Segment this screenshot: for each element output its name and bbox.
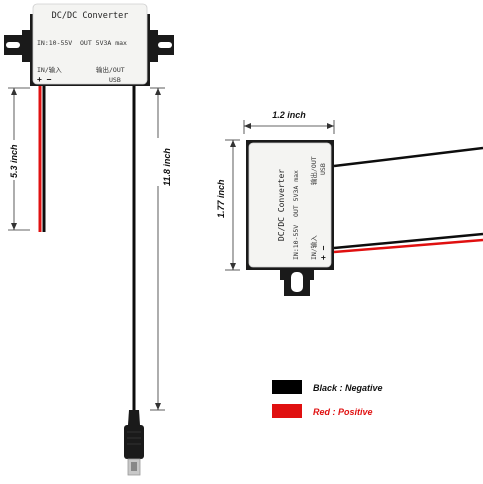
left-module-polarity: + −: [37, 75, 52, 84]
module-width-label: 1.2 inch: [272, 110, 306, 120]
usb-connector-body: [124, 425, 144, 459]
wire-color-legend: Black : Negative Red : Positive: [272, 380, 383, 418]
left-mount-slot: [158, 42, 172, 48]
left-output-cable: [124, 86, 144, 476]
right-module-spec-out: OUT 5V3A max: [292, 170, 300, 217]
right-module-in-label: IN/输入: [309, 235, 318, 260]
right-module-wires: [333, 146, 483, 254]
right-module-title: DC/DC Converter: [277, 169, 286, 241]
left-mount-slot: [6, 42, 20, 48]
module-height-label: 1.77 inch: [216, 179, 226, 218]
left-module-in-label: IN/输入: [37, 65, 62, 74]
right-module-label: [248, 142, 332, 268]
output-cable-dimension: 11.8 inch: [150, 87, 172, 411]
right-module-usb-label: USB: [319, 163, 327, 175]
right-module-spec-in: IN:10-55V: [292, 225, 300, 260]
right-module-polarity: + −: [319, 245, 328, 260]
module-width-dimension: 1.2 inch: [243, 110, 335, 134]
left-converter-module: DC/DC Converter IN:10-55V OUT 5V3A max I…: [4, 3, 174, 86]
input-wire-dimension: 5.3 inch: [3, 87, 30, 231]
left-module-spec-in: IN:10-55V: [37, 39, 72, 47]
left-module-label: [32, 3, 148, 85]
input-wire-length-label: 5.3 inch: [9, 144, 19, 178]
left-input-wires: [38, 86, 46, 232]
black-wire-swatch: [272, 380, 302, 394]
black-wire-label: Black : Negative: [313, 383, 383, 393]
module-height-dimension: 1.77 inch: [212, 139, 240, 271]
red-wire-swatch: [272, 404, 302, 418]
left-module-title: DC/DC Converter: [52, 11, 129, 21]
left-module-out-label: 输出/OUT: [96, 65, 125, 74]
left-module-spec-out: OUT 5V3A max: [80, 39, 127, 47]
left-module-usb-label: USB: [109, 76, 121, 84]
right-converter-module: DC/DC Converter IN:10-55V OUT 5V3A max I…: [246, 140, 334, 296]
right-module-out-label: 输出/OUT: [309, 156, 318, 185]
right-mount-slot: [291, 272, 303, 292]
output-cable-length-label: 11.8 inch: [162, 148, 172, 186]
red-wire-label: Red : Positive: [313, 407, 373, 417]
